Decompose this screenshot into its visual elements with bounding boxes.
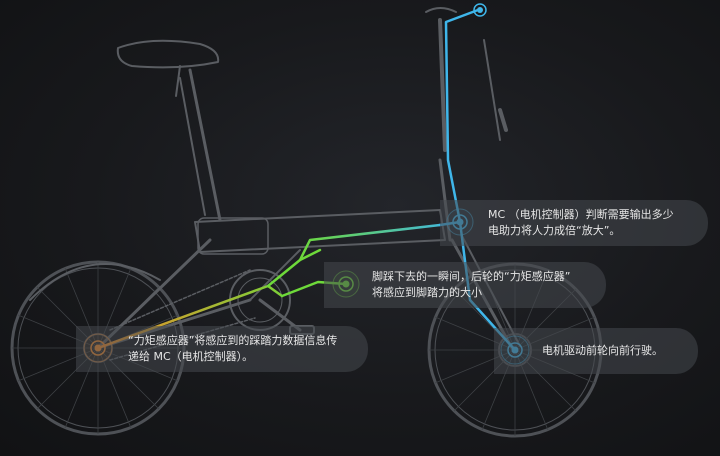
callout-torque-line1: “力矩感应器”将感应到的踩踏力数据信息传 [128, 334, 338, 347]
callout-mc: MC （电机控制器）判断需要输出多少 电助力将人力成倍“放大”。 [440, 200, 708, 246]
callout-motor-line1: 电机驱动前轮向前行驶。 [542, 344, 663, 357]
callout-pedal: 脚踩下去的一瞬间，后轮的“力矩感应器” 将感应到脚踏力的大小 [324, 262, 606, 308]
callout-mc-line1: MC （电机控制器）判断需要输出多少 [488, 208, 674, 221]
callout-pedal-line1: 脚踩下去的一瞬间，后轮的“力矩感应器” [372, 270, 571, 283]
signal-node-icon [473, 3, 487, 17]
callout-pedal-line2: 将感应到脚踏力的大小 [372, 286, 482, 299]
callout-torque: “力矩感应器”将感应到的踩踏力数据信息传 递给 MC（电机控制器）。 [76, 326, 368, 372]
callout-mc-line2: 电助力将人力成倍“放大”。 [488, 224, 621, 237]
callout-torque-line2: 递给 MC（电机控制器）。 [128, 350, 254, 363]
callout-motor: 电机驱动前轮向前行驶。 [494, 328, 698, 374]
